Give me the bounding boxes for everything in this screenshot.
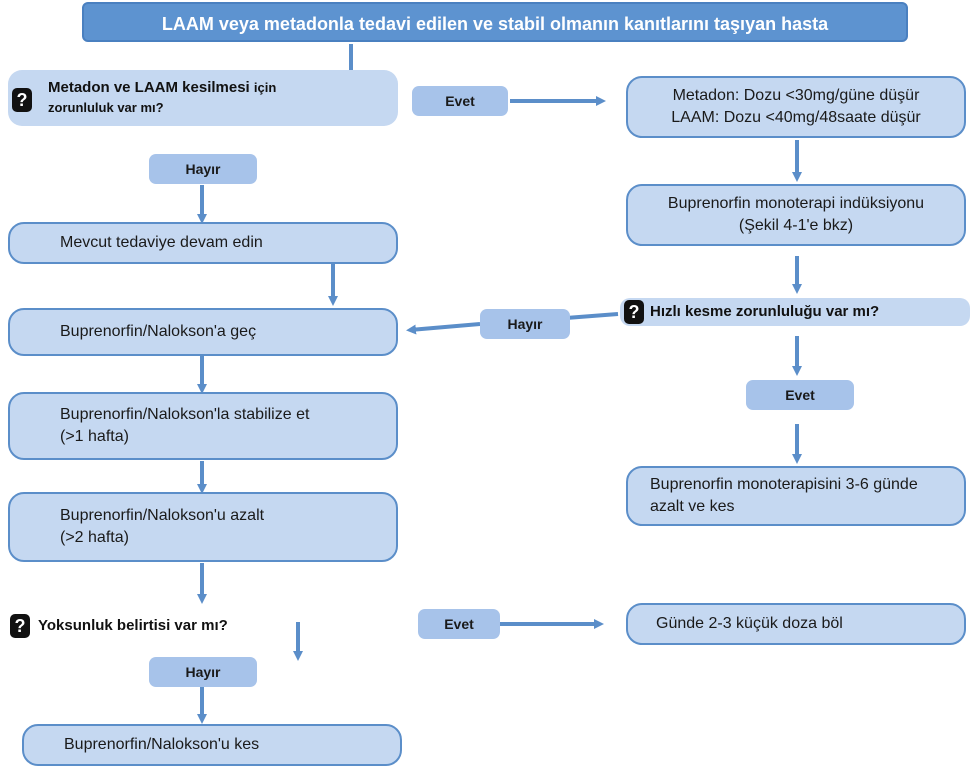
tag-evet-1: Evet	[412, 86, 508, 116]
tag-evet-2: Evet	[746, 380, 854, 410]
tag-hayir-3: Hayır	[149, 657, 257, 687]
page-title: LAAM veya metadonla tedavi edilen ve sta…	[82, 2, 908, 42]
continue-text: Mevcut tedaviye devam edin	[60, 234, 263, 251]
arrow-q2-to-hayir	[565, 312, 619, 320]
box-stabilize: Buprenorfin/Nalokson'la stabilize et (>1…	[8, 392, 398, 460]
tag-hayir-2: Hayır	[480, 309, 570, 339]
box-reduce-dose: Metadon: Dozu <30mg/güne düşür LAAM: Doz…	[626, 76, 966, 138]
stabilize-line2: (>1 hafta)	[60, 428, 129, 445]
box-split-dose: Günde 2-3 küçük doza böl	[626, 603, 966, 645]
question-q3-box: ? Yoksunluk belirtisi var mı?	[8, 612, 398, 640]
box-mono-taper: Buprenorfin monoterapisini 3-6 günde aza…	[626, 466, 966, 526]
box-switch-buprenorfin: Buprenorfin/Nalokson'a geç	[8, 308, 398, 356]
split-text: Günde 2-3 küçük doza böl	[656, 615, 843, 632]
box-taper: Buprenorfin/Nalokson'u azalt (>2 hafta)	[8, 492, 398, 562]
q1-text-bold: Metadon ve LAAM kesilmesi	[48, 79, 250, 96]
q1-text-line2: zorunluluk var mı?	[48, 100, 164, 115]
question-icon: ?	[12, 88, 32, 112]
box-stop: Buprenorfin/Nalokson'u kes	[22, 724, 402, 766]
question-icon: ?	[624, 300, 644, 324]
induction-line2: (Şekil 4-1'e bkz)	[738, 217, 854, 234]
monotaper-line2: azalt ve kes	[650, 498, 735, 515]
taper-line1: Buprenorfin/Nalokson'u azalt	[60, 507, 265, 524]
reduce-line1: Metadon: Dozu <30mg/güne düşür	[672, 87, 920, 104]
box-continue-treatment: Mevcut tedaviye devam edin	[8, 222, 398, 264]
stabilize-line1: Buprenorfin/Nalokson'la stabilize et	[60, 406, 310, 423]
q2-text: Hızlı kesme zorunluluğu var mı?	[650, 303, 880, 320]
tag-evet-3: Evet	[418, 609, 500, 639]
reduce-line2: LAAM: Dozu <40mg/48saate düşür	[671, 109, 921, 126]
box-induction: Buprenorfin monoterapi indüksiyonu (Şeki…	[626, 184, 966, 246]
q3-text: Yoksunluk belirtisi var mı?	[38, 617, 228, 634]
switch-text: Buprenorfin/Nalokson'a geç	[60, 323, 257, 340]
monotaper-line1: Buprenorfin monoterapisini 3-6 günde	[650, 476, 918, 493]
induction-line1: Buprenorfin monoterapi indüksiyonu	[667, 195, 925, 212]
question-q1-box: ? Metadon ve LAAM kesilmesi için zorunlu…	[8, 70, 398, 126]
question-q2-box: ? Hızlı kesme zorunluluğu var mı?	[620, 298, 970, 326]
arrow-hayir2-to-switch	[406, 322, 481, 335]
q1-text-small: için	[253, 80, 277, 95]
question-icon: ?	[10, 614, 30, 638]
taper-line2: (>2 hafta)	[60, 529, 129, 546]
stop-text: Buprenorfin/Nalokson'u kes	[64, 736, 260, 753]
tag-hayir-1: Hayır	[149, 154, 257, 184]
